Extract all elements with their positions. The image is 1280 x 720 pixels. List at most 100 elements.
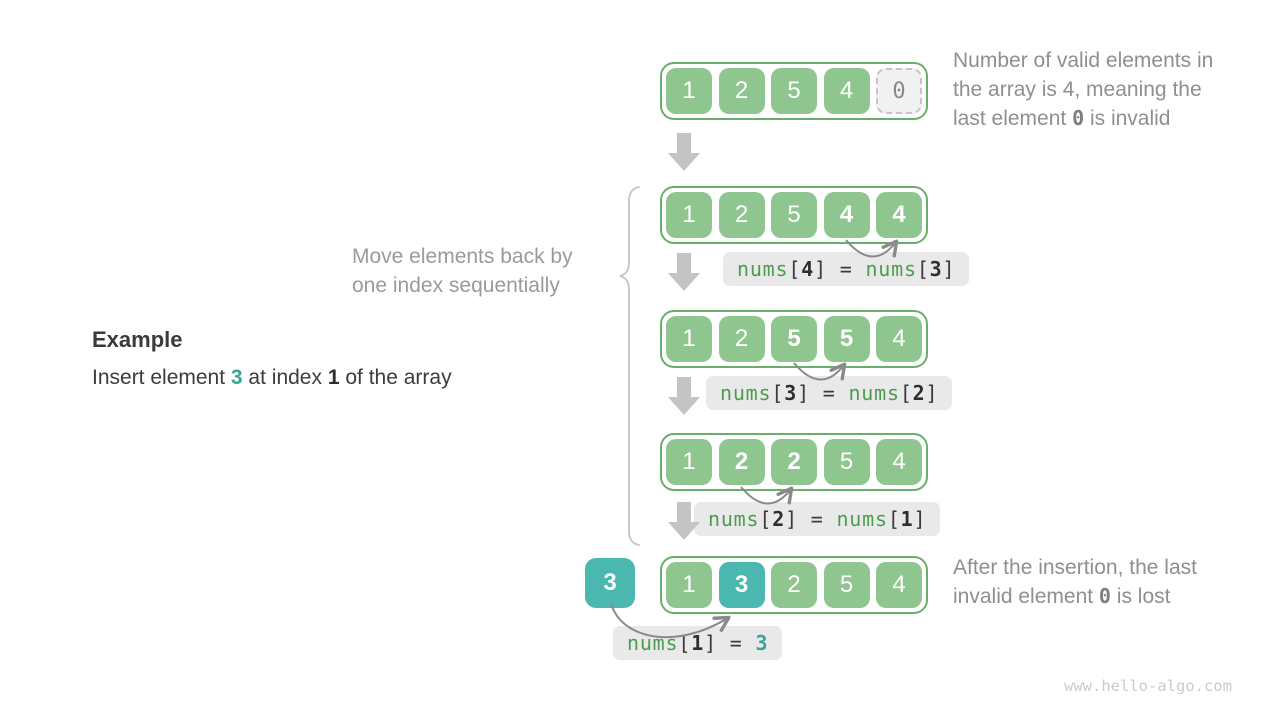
text-segment: ]: [814, 257, 827, 281]
text-segment: [: [899, 381, 913, 405]
text-line: After the insertion, the last: [953, 553, 1273, 582]
text-segment: ]: [925, 381, 939, 405]
text-segment: last element: [953, 107, 1073, 130]
text-segment: nums: [627, 631, 679, 655]
example-description: Insert element 3 at index 1 of the array: [92, 366, 452, 390]
text-line: invalid element 0 is lost: [953, 582, 1273, 611]
text-segment: ]: [797, 381, 810, 405]
array-cell: 5: [823, 439, 870, 485]
text-segment: Number of valid elements in: [953, 49, 1214, 72]
text-segment: [: [759, 507, 773, 531]
text-segment: =: [716, 631, 756, 655]
curly-brace-icon: [619, 186, 640, 546]
array-cell: 2: [718, 316, 765, 362]
text-segment: 3: [230, 366, 243, 389]
watermark: www.hello-algo.com: [1064, 677, 1232, 695]
array-cell: 3: [718, 562, 765, 608]
text-segment: =: [797, 507, 837, 531]
text-segment: =: [809, 381, 849, 405]
array-cell: 1: [666, 316, 712, 362]
text-segment: 0: [1072, 106, 1085, 130]
array-cell: 0: [876, 68, 922, 114]
text-segment: Move elements back by: [352, 245, 573, 268]
text-segment: 1: [327, 366, 340, 389]
array-cell: 5: [823, 562, 870, 608]
text-segment: 4: [801, 257, 815, 281]
text-segment: of the array: [339, 366, 452, 389]
text-line: the array is 4, meaning the: [953, 75, 1273, 104]
text-segment: 3: [784, 381, 798, 405]
text-segment: at index: [242, 366, 328, 389]
text-segment: ]: [785, 507, 798, 531]
text-segment: 3: [755, 631, 769, 655]
down-arrow-icon: [668, 253, 700, 291]
text-segment: After the insertion, the last: [953, 556, 1197, 579]
text-segment: =: [826, 257, 866, 281]
down-arrow-icon: [668, 377, 700, 415]
text-segment: [: [678, 631, 692, 655]
after-insertion-note: After the insertion, the last invalid ele…: [953, 553, 1273, 611]
code-label-nums2: nums[2] = nums[1]: [694, 502, 941, 536]
text-segment: [: [916, 257, 930, 281]
text-line: Move elements back by: [352, 242, 573, 271]
text-segment: [: [788, 257, 802, 281]
text-segment: ]: [913, 507, 927, 531]
move-elements-note: Move elements back by one index sequentia…: [352, 242, 573, 300]
array-cell: 4: [876, 439, 922, 485]
text-segment: ]: [942, 257, 956, 281]
array-cell: 4: [876, 316, 922, 362]
code-label-nums1: nums[1] = 3: [613, 626, 783, 660]
array-cell: 5: [771, 192, 817, 238]
array-cell: 4: [876, 562, 922, 608]
text-segment: 2: [772, 507, 786, 531]
text-segment: nums: [836, 507, 888, 531]
array-cell: 2: [718, 68, 765, 114]
array-cell: 1: [666, 192, 712, 238]
text-segment: [: [771, 381, 785, 405]
array-cell: 2: [771, 562, 817, 608]
array-cell: 5: [771, 316, 817, 362]
text-segment: nums: [720, 381, 772, 405]
code-label-nums3: nums[3] = nums[2]: [706, 376, 953, 410]
array-cell: 4: [823, 192, 870, 238]
array-cell: 2: [718, 192, 765, 238]
text-line: one index sequentially: [352, 271, 573, 300]
text-segment: is lost: [1110, 585, 1171, 608]
array-cell: 2: [718, 439, 765, 485]
text-segment: 1: [691, 631, 705, 655]
text-segment: the array is 4, meaning the: [953, 78, 1202, 101]
text-segment: one index sequentially: [352, 274, 560, 297]
array-cell: 1: [666, 68, 712, 114]
array-cell: 5: [823, 316, 870, 362]
text-segment: Insert element: [92, 366, 231, 389]
text-segment: nums: [865, 257, 917, 281]
text-line: last element 0 is invalid: [953, 104, 1273, 133]
text-segment: is invalid: [1084, 107, 1171, 130]
text-segment: ]: [704, 631, 717, 655]
text-segment: invalid element: [953, 585, 1099, 608]
array-cell: 2: [771, 439, 817, 485]
example-heading: Example: [92, 327, 183, 352]
text-segment: 0: [1098, 584, 1111, 608]
array-cell: 5: [771, 68, 817, 114]
down-arrow-icon: [668, 133, 700, 171]
text-segment: 1: [900, 507, 914, 531]
text-line: Number of valid elements in: [953, 46, 1273, 75]
text-segment: nums: [848, 381, 900, 405]
invalid-element-note: Number of valid elements in the array is …: [953, 46, 1273, 133]
text-segment: 2: [912, 381, 926, 405]
array-cell: 1: [666, 439, 712, 485]
inserted-element-cell: 3: [585, 558, 635, 608]
text-segment: [: [887, 507, 901, 531]
code-label-nums4: nums[4] = nums[3]: [723, 252, 970, 286]
text-segment: nums: [737, 257, 789, 281]
text-segment: 3: [929, 257, 943, 281]
array-cell: 4: [823, 68, 870, 114]
array-cell: 1: [666, 562, 712, 608]
